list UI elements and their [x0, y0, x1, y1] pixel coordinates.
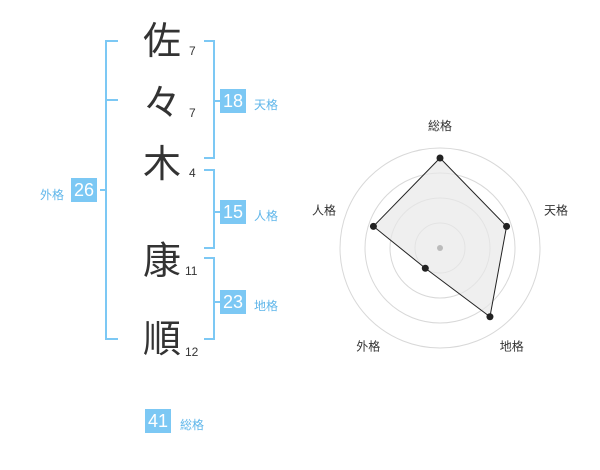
soukaku-label: 総格	[180, 418, 205, 432]
chikaku-label: 地格	[254, 299, 279, 313]
radar-point-4	[421, 264, 429, 272]
radar-axis-label-5: 人格	[312, 202, 336, 217]
name-char-2: 々	[143, 81, 182, 125]
radar-axis-label-2: 天格	[544, 202, 568, 217]
radar-point-5	[369, 222, 377, 230]
name-char-5: 順	[143, 317, 182, 361]
soukaku-value: 41	[145, 409, 172, 433]
chikaku-value: 23	[220, 290, 247, 314]
gaikaku-label: 外格	[40, 188, 65, 202]
jinkaku-bracket	[204, 169, 215, 249]
tenkaku-bracket	[204, 40, 215, 159]
radar-polygon	[372, 157, 508, 318]
tenkaku-label: 天格	[254, 98, 279, 112]
radar-ring	[339, 147, 541, 349]
stroke-count-5: 12	[185, 345, 199, 359]
radar-axis-label-4: 外格	[356, 339, 380, 354]
gaikaku-value: 26	[71, 178, 98, 202]
radar-point-1	[436, 154, 444, 162]
radar-point-3	[486, 313, 494, 321]
name-char-3: 木	[143, 142, 182, 186]
jinkaku-label: 人格	[254, 209, 279, 223]
radar-point-2	[503, 222, 511, 230]
stroke-count-1: 7	[189, 44, 196, 58]
chikaku-bracket	[204, 257, 215, 340]
radar-axis-label-1: 総格	[428, 118, 452, 133]
radar-axis-label-3: 地格	[500, 339, 524, 354]
radar-center-dot	[437, 245, 443, 251]
stroke-count-4: 11	[185, 264, 198, 278]
name-char-4: 康	[143, 239, 182, 283]
tenkaku-value: 18	[220, 89, 247, 113]
stroke-count-2: 7	[189, 106, 196, 120]
stroke-count-3: 4	[189, 166, 196, 180]
jinkaku-value: 15	[220, 200, 247, 224]
name-char-1: 佐	[143, 19, 182, 63]
